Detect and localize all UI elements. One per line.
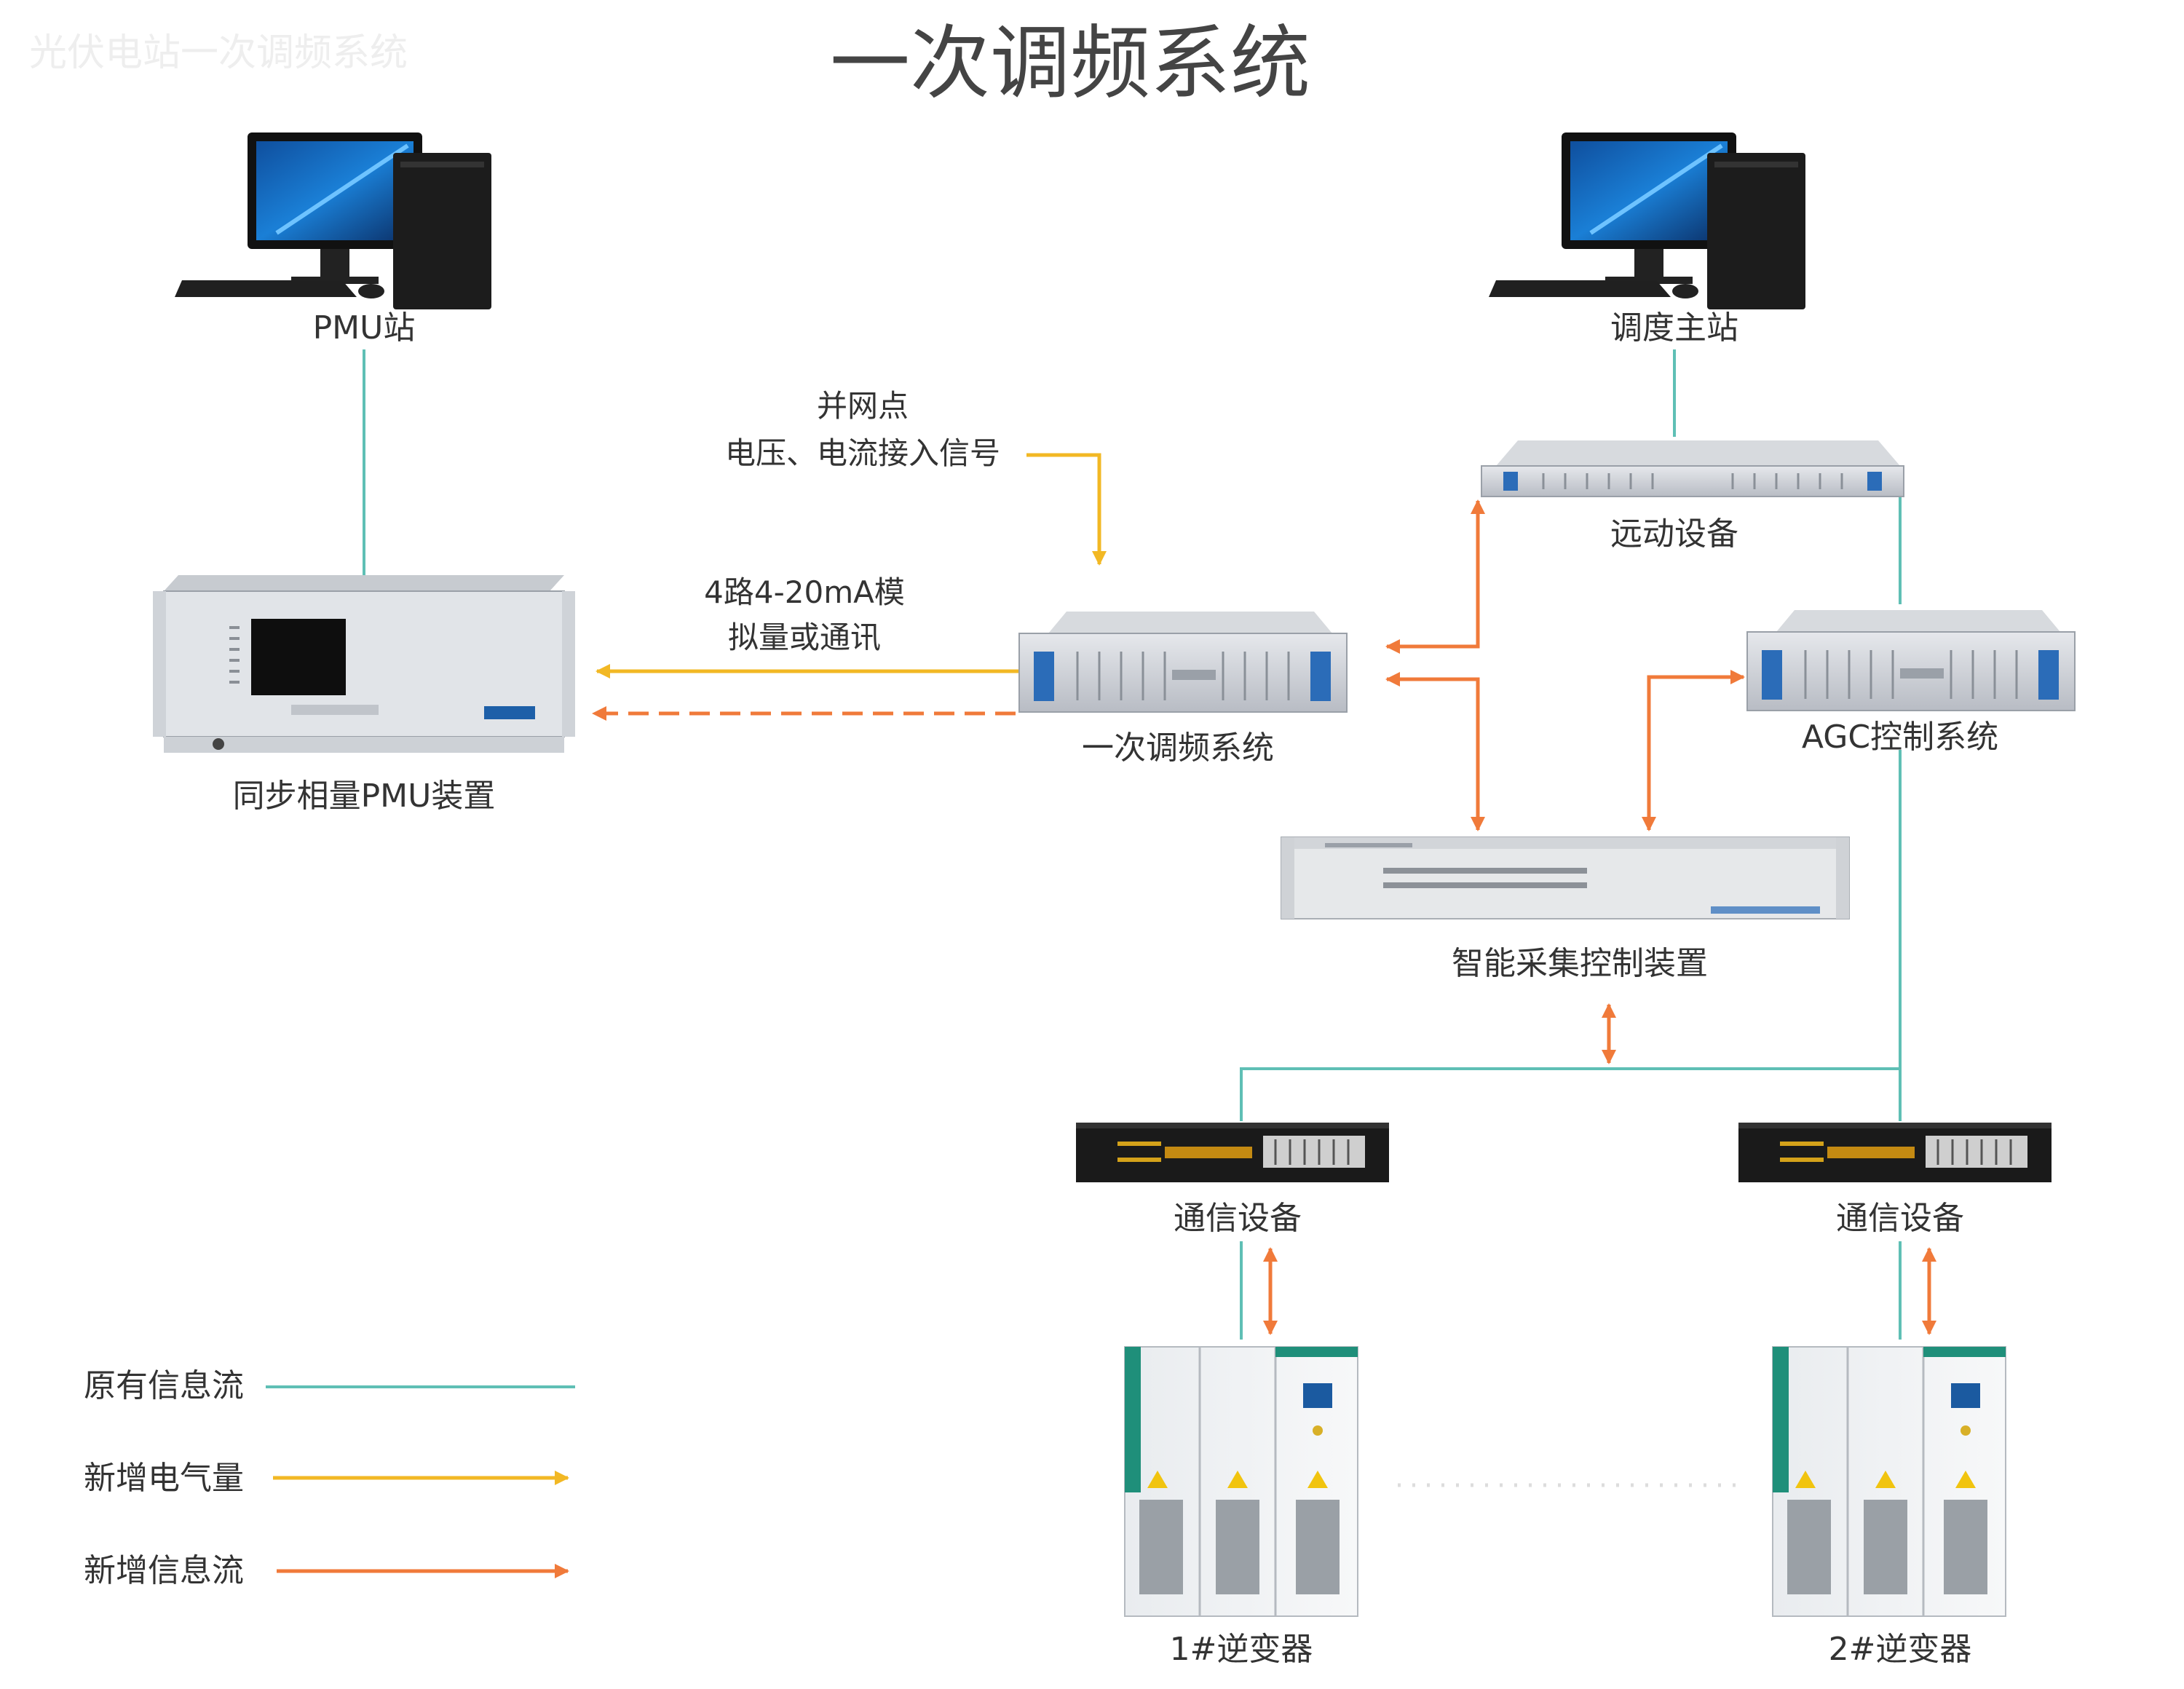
arrow-pfr-to-telecontrol (1385, 499, 1485, 654)
arrow-agc-to-collector (1642, 670, 1745, 831)
dispatch-label: 调度主站 (1610, 309, 1738, 347)
grid-point-label-line1: 并网点 (817, 388, 909, 424)
info-flow-lines (592, 499, 1936, 1335)
comm-right-label: 通信设备 (1836, 1200, 1964, 1237)
agc-system-label: AGC控制系统 (1802, 719, 1998, 756)
signal-label-line1: 4路4-20mA模 (704, 574, 905, 610)
comm-device-left-icon (1076, 1123, 1389, 1182)
pfr-system-label: 一次调频系统 (1082, 729, 1274, 767)
original-flow-lines (363, 349, 1902, 1340)
legend-label-info: 新增信息流 (84, 1552, 244, 1589)
signal-label-line2: 拟量或通讯 (728, 620, 881, 655)
agc-server-icon (1746, 610, 2076, 711)
pfr-server-icon (1018, 612, 1348, 713)
legend: 原有信息流 新增电气量 新增信息流 (84, 1367, 575, 1589)
inverter1-label: 1#逆变器 (1170, 1631, 1313, 1668)
watermark-text: 光伏电站一次调频系统 (29, 31, 408, 75)
pmu-device-label: 同步相量PMU装置 (233, 778, 496, 815)
page-title: 一次调频系统 (830, 17, 1310, 110)
electric-flow-lines (596, 453, 1107, 679)
comm-left-label: 通信设备 (1174, 1200, 1302, 1237)
smart-collector-icon (1281, 836, 1850, 919)
grid-point-label-line2: 电压、电流接入信号 (725, 435, 1000, 471)
pmu-station-label: PMU站 (313, 309, 416, 347)
legend-label-electric: 新增电气量 (84, 1460, 244, 1497)
inverter1-icon (1124, 1346, 1358, 1617)
dispatch-computer-icon (1489, 132, 1805, 309)
telecontrol-server-icon (1481, 440, 1904, 497)
pmu-station-computer-icon (175, 132, 491, 309)
comm-device-right-icon (1738, 1123, 2052, 1182)
legend-label-original: 原有信息流 (84, 1367, 244, 1404)
pmu-device-icon (153, 575, 575, 753)
telecontrol-label: 远动设备 (1610, 515, 1738, 553)
line-grid-point-signal (1026, 453, 1107, 566)
smart-collector-label: 智能采集控制装置 (1452, 945, 1708, 982)
inverter2-label: 2#逆变器 (1829, 1631, 1972, 1668)
line-bus-left (1240, 1067, 1900, 1121)
arrow-pfr-to-collector (1385, 672, 1485, 831)
inverter2-icon (1772, 1346, 2006, 1617)
